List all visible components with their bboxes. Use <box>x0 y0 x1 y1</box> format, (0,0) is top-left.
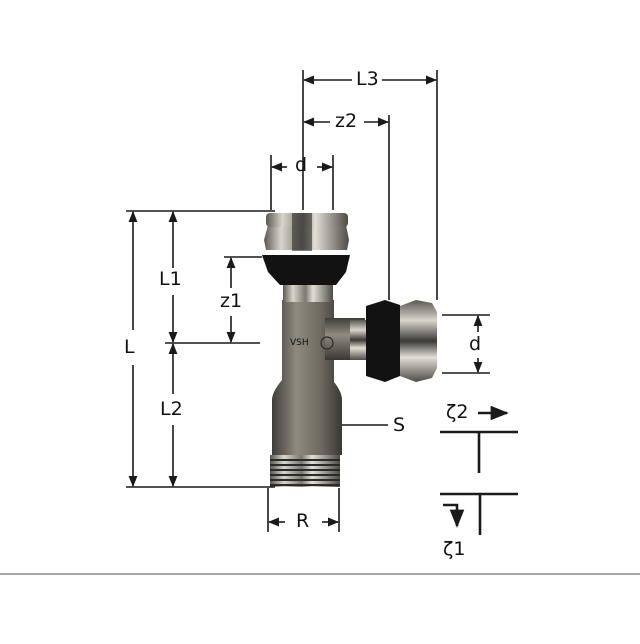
flow-symbols <box>440 405 518 535</box>
label-L: L <box>124 336 135 358</box>
label-L2: L2 <box>160 398 183 420</box>
label-z2: z2 <box>335 110 358 132</box>
thread <box>270 455 340 487</box>
label-zeta2: ζ2 <box>446 401 469 423</box>
label-L1: L1 <box>159 268 182 290</box>
svg-text:VSH: VSH <box>290 338 309 348</box>
label-d-side: d <box>469 333 482 355</box>
fitting-body: VSH <box>262 213 437 487</box>
label-zeta1: ζ1 <box>443 538 466 560</box>
label-R: R <box>296 510 310 532</box>
label-S: S <box>393 414 406 436</box>
label-L3: L3 <box>356 68 379 90</box>
label-d-top: d <box>295 154 308 176</box>
dimension-lines <box>126 70 490 532</box>
label-z1: z1 <box>220 290 243 312</box>
